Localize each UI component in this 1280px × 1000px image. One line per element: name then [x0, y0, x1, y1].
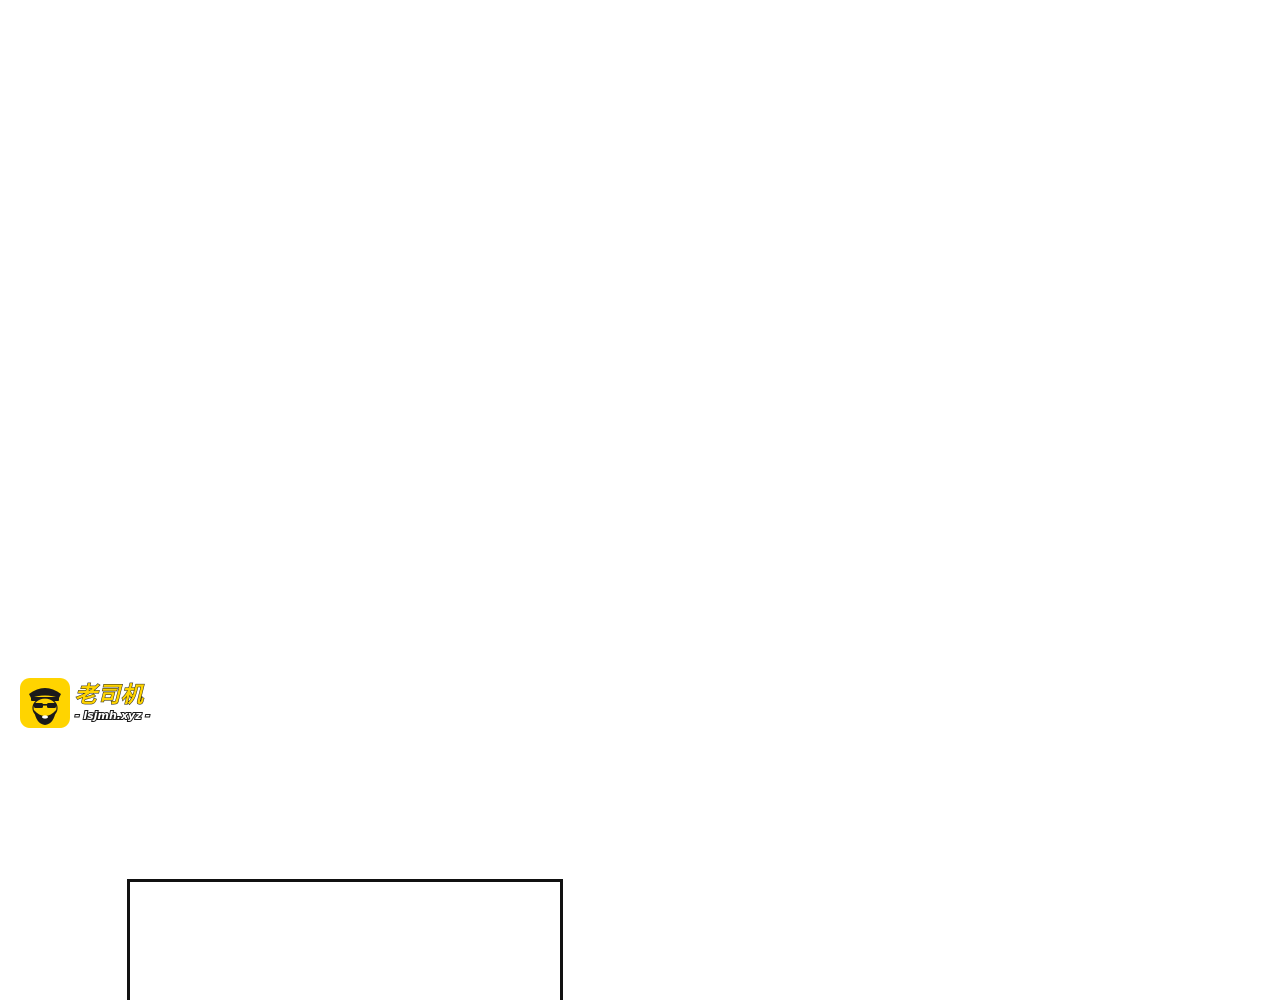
driver-face-icon	[20, 678, 70, 728]
driver-face-graphic	[29, 688, 61, 725]
site-watermark: 老司机 - lsjmh.xyz -	[20, 677, 172, 729]
watermark-text: 老司机 - lsjmh.xyz -	[74, 678, 151, 728]
site-url: - lsjmh.xyz -	[74, 708, 151, 723]
comic-panel-frame	[127, 879, 563, 1000]
brand-name: 老司机	[74, 682, 145, 708]
